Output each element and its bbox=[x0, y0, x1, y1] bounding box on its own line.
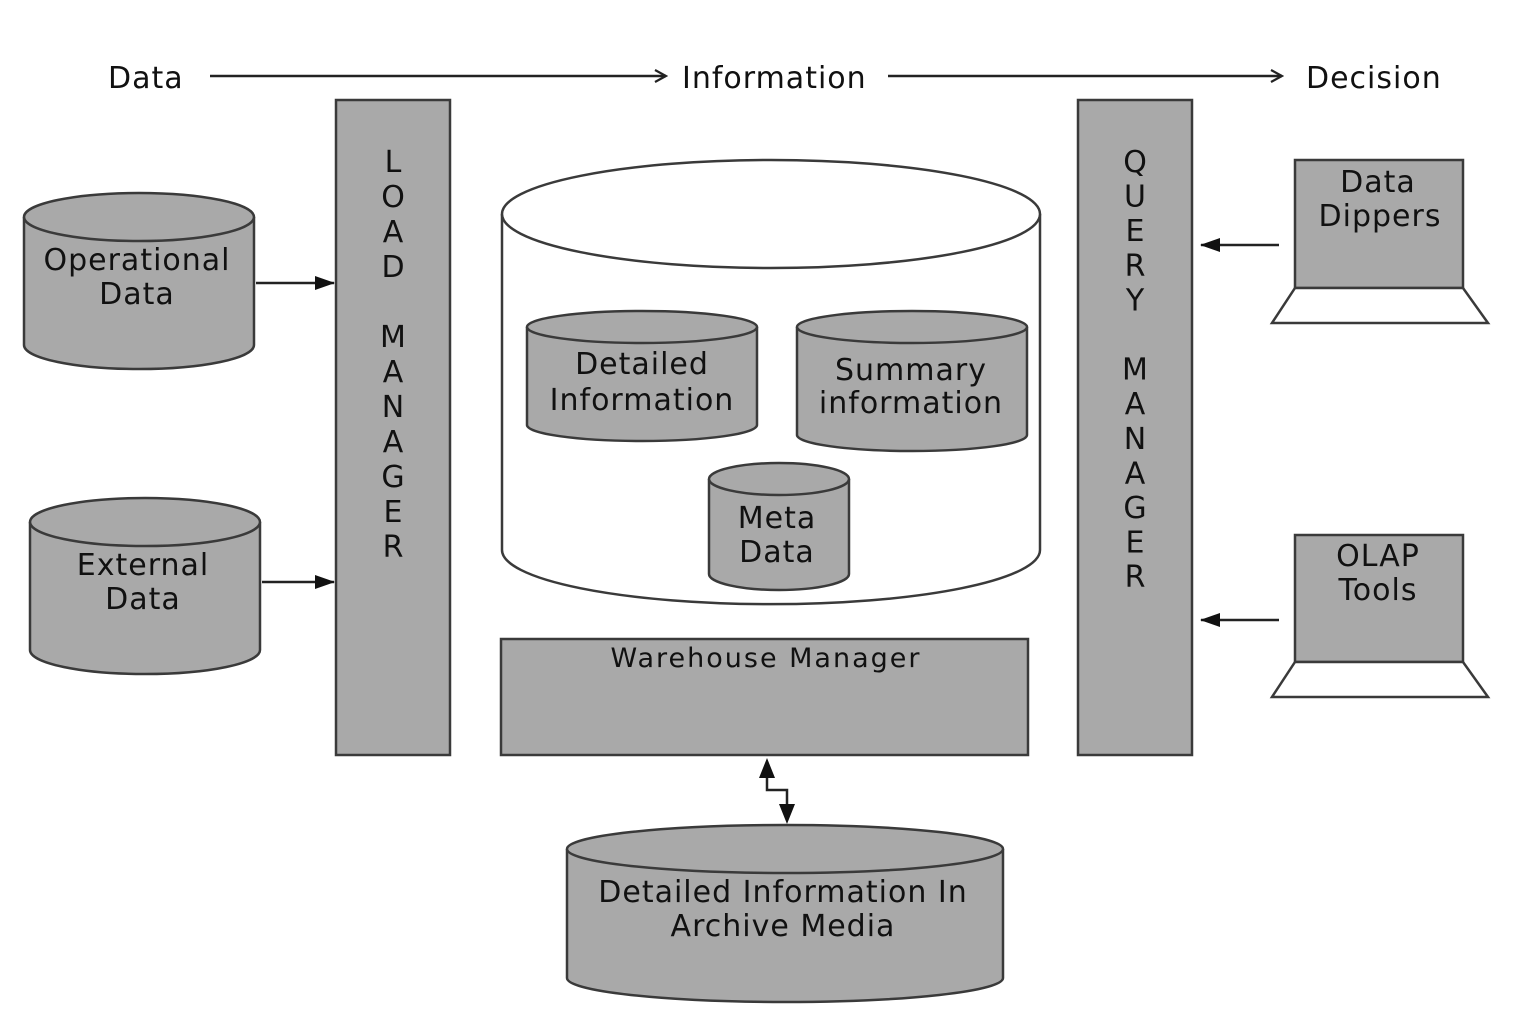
meta-data-label-1: Meta bbox=[738, 501, 817, 536]
query-manager-letter: G bbox=[1123, 491, 1146, 526]
data-dippers-label-1: Data bbox=[1340, 165, 1416, 200]
external-data-cylinder: External Data bbox=[28, 496, 262, 676]
load-manager-letter: E bbox=[384, 495, 403, 530]
operational-data-label-1: Operational bbox=[43, 243, 230, 278]
load-manager-letter: G bbox=[381, 460, 404, 495]
load-manager-bar bbox=[334, 98, 452, 757]
load-manager-letter: L bbox=[385, 145, 402, 180]
query-manager-bar bbox=[1076, 98, 1194, 757]
external-data-label-1: External bbox=[77, 548, 209, 583]
flow-data-label: Data bbox=[108, 61, 184, 96]
warehouse-manager-box bbox=[499, 637, 1030, 757]
detailed-information-label-2: Information bbox=[550, 383, 735, 418]
meta-data-cylinder: Meta Data bbox=[707, 461, 851, 592]
laptop-keyboard bbox=[1269, 660, 1491, 699]
archive-label-1: Detailed Information In bbox=[598, 875, 967, 910]
query-manager-letter: E bbox=[1126, 214, 1145, 249]
summary-information-label-2: information bbox=[819, 386, 1003, 421]
load-manager-letter: A bbox=[383, 355, 404, 390]
flow-decision-label: Decision bbox=[1306, 61, 1442, 96]
query-manager-letter: A bbox=[1125, 387, 1146, 422]
load-manager-letter: N bbox=[382, 390, 404, 425]
data-dippers-laptop: Data Dippers bbox=[1269, 158, 1491, 325]
query-manager-letter: U bbox=[1124, 180, 1146, 215]
load-manager-letter: R bbox=[383, 530, 404, 565]
query-manager-letter: Y bbox=[1125, 283, 1145, 318]
summary-information-label-1: Summary bbox=[835, 353, 987, 388]
laptop-screen bbox=[1293, 533, 1465, 664]
operational-data-cylinder: Operational Data bbox=[22, 191, 256, 371]
olap-tools-laptop: OLAP Tools bbox=[1269, 533, 1491, 699]
flow-information-label: Information bbox=[682, 61, 867, 96]
load-manager-letter: A bbox=[383, 215, 404, 250]
detailed-information-cylinder: Detailed Information bbox=[525, 309, 759, 443]
query-manager-letter: R bbox=[1125, 560, 1146, 595]
load-manager-letter: O bbox=[381, 180, 405, 215]
olap-tools-label-2: Tools bbox=[1338, 573, 1418, 608]
warehouse-manager-label: Warehouse Manager bbox=[611, 643, 922, 674]
summary-information-cylinder: Summary information bbox=[795, 309, 1029, 453]
load-manager-letter: A bbox=[383, 425, 404, 460]
query-manager-letter: E bbox=[1126, 526, 1145, 561]
data-dippers-label-2: Dippers bbox=[1319, 199, 1442, 234]
operational-data-label-2: Data bbox=[99, 277, 175, 312]
query-manager-letter: A bbox=[1125, 456, 1146, 491]
archive-label-2: Archive Media bbox=[671, 909, 896, 944]
detailed-information-label-1: Detailed bbox=[575, 347, 709, 382]
archive-media-cylinder: Detailed Information In Archive Media bbox=[565, 823, 1005, 1004]
query-manager-letter: M bbox=[1122, 353, 1148, 388]
query-manager-letter: Q bbox=[1123, 145, 1147, 180]
olap-tools-label-1: OLAP bbox=[1336, 539, 1420, 574]
laptop-keyboard bbox=[1269, 286, 1491, 325]
load-manager-letter: D bbox=[381, 250, 404, 285]
query-manager-letter: N bbox=[1124, 422, 1146, 457]
external-data-label-2: Data bbox=[105, 582, 181, 617]
meta-data-label-2: Data bbox=[739, 535, 815, 570]
load-manager-letter: M bbox=[380, 320, 406, 355]
query-manager-letter: R bbox=[1125, 249, 1146, 284]
archive-link-arrow bbox=[759, 758, 795, 824]
